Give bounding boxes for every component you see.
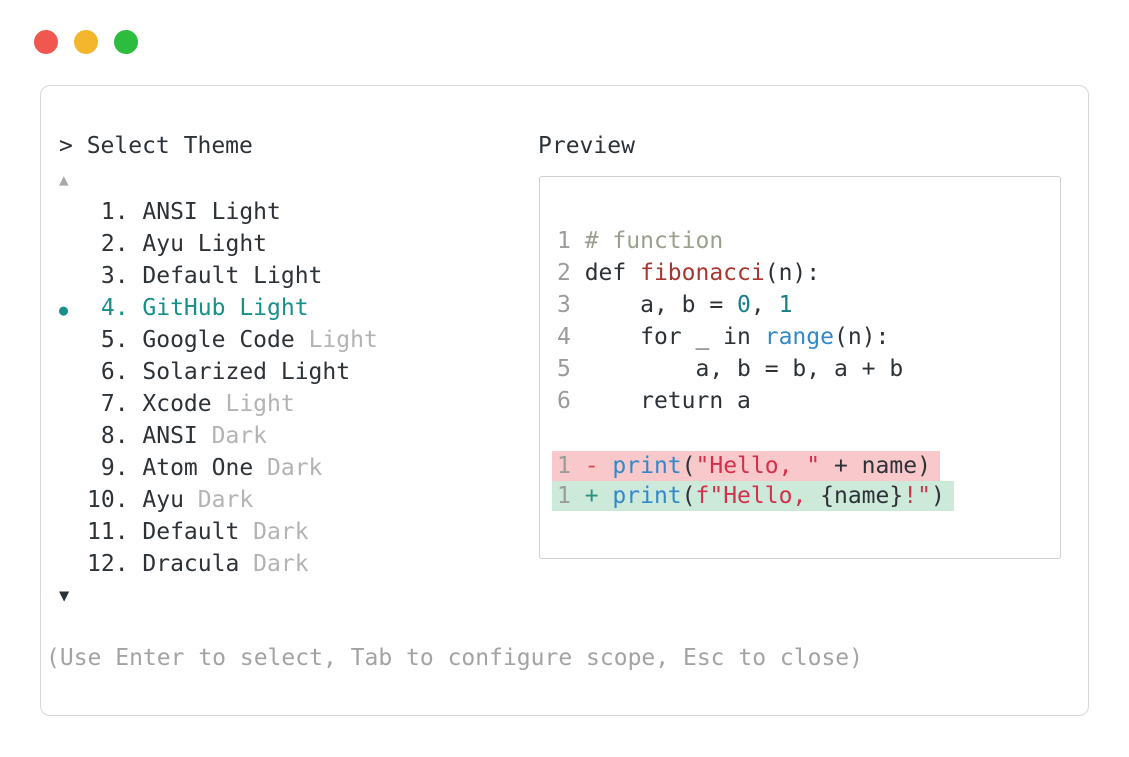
line-number: 6 <box>557 388 585 414</box>
code-token: return a <box>584 388 751 414</box>
theme-item[interactable]: 2. Ayu Light <box>59 228 378 260</box>
code-token: ( <box>681 453 696 479</box>
theme-number: 5. <box>87 327 143 353</box>
theme-item[interactable]: 12. Dracula Dark <box>59 548 378 580</box>
code-token: 0 <box>737 292 751 318</box>
window-controls <box>34 30 138 54</box>
code-token: {name} <box>820 483 904 509</box>
code-token: print <box>612 453 682 479</box>
select-theme-prompt: > Select Theme <box>59 133 253 159</box>
line-number: 2 <box>557 260 585 286</box>
code-token: a, b = b, a + b <box>584 356 904 382</box>
scroll-down-icon[interactable]: ▼ <box>59 586 70 606</box>
code-token: def <box>584 260 641 286</box>
line-number: 1 <box>557 453 585 479</box>
theme-name: Google Code <box>142 327 295 353</box>
theme-item[interactable]: ● 4. GitHub Light <box>59 292 378 324</box>
theme-name: ANSI Light <box>142 199 281 225</box>
theme-item[interactable]: 5. Google Code Light <box>59 324 378 356</box>
diff-sign: + <box>584 483 613 509</box>
theme-name: Solarized Light <box>142 359 351 385</box>
theme-number: 3. <box>87 263 143 289</box>
theme-name: GitHub Light <box>142 295 309 321</box>
theme-number: 4. <box>87 295 143 321</box>
theme-variant: Dark <box>197 423 268 449</box>
code-line: 1 # function <box>557 225 1060 257</box>
theme-name: Atom One <box>142 455 254 481</box>
code-token: a, b = <box>584 292 738 318</box>
scroll-up-icon[interactable]: ▲ <box>59 170 69 189</box>
minimize-button[interactable] <box>74 30 98 54</box>
line-number: 3 <box>557 292 585 318</box>
diff-line-removed: 1 - print("Hello, " + name) <box>552 451 940 481</box>
theme-variant: Dark <box>183 487 254 513</box>
theme-item[interactable]: 11. Default Dark <box>59 516 378 548</box>
code-line: 5 a, b = b, a + b <box>557 353 1060 385</box>
theme-item[interactable]: 9. Atom One Dark <box>59 452 378 484</box>
theme-name: Dracula <box>142 551 240 577</box>
theme-item[interactable]: 7. Xcode Light <box>59 388 378 420</box>
theme-picker-panel: > Select Theme ▲ 1. ANSI Light 2. Ayu Li… <box>40 85 1089 716</box>
preview-label: Preview <box>538 133 635 159</box>
theme-number: 11. <box>87 519 143 545</box>
theme-number: 9. <box>87 455 143 481</box>
line-number: 4 <box>557 324 585 350</box>
theme-item[interactable]: 10. Ayu Dark <box>59 484 378 516</box>
code-token: # function <box>584 228 724 254</box>
code-token: (n): <box>764 260 821 286</box>
code-token: "Hello, " <box>695 453 821 479</box>
code-token: ) <box>930 483 945 509</box>
line-number: 1 <box>557 228 585 254</box>
code-token: 1 <box>778 292 793 318</box>
code-token: , <box>750 292 779 318</box>
theme-number: 10. <box>87 487 143 513</box>
selected-bullet-icon: ● <box>59 301 69 319</box>
theme-number: 1. <box>87 199 143 225</box>
theme-name: Xcode <box>142 391 212 417</box>
theme-variant: Dark <box>253 455 323 481</box>
code-token: + name) <box>820 453 931 479</box>
theme-name: Default Light <box>142 263 323 289</box>
theme-number: 6. <box>87 359 143 385</box>
code-token: range <box>764 324 834 350</box>
theme-list: 1. ANSI Light 2. Ayu Light 3. Default Li… <box>59 196 378 580</box>
diff-sign: - <box>584 453 613 479</box>
code-token: print <box>612 483 682 509</box>
theme-variant: Dark <box>239 519 309 545</box>
code-token: !" <box>903 483 931 509</box>
theme-name: Ayu Light <box>142 231 268 257</box>
code-token: fibonacci <box>640 260 765 286</box>
theme-item[interactable]: 3. Default Light <box>59 260 378 292</box>
theme-number: 8. <box>87 423 143 449</box>
theme-name: ANSI <box>142 423 198 449</box>
theme-name: Default <box>142 519 240 545</box>
code-line: 2 def fibonacci(n): <box>557 257 1060 289</box>
theme-item[interactable]: 1. ANSI Light <box>59 196 378 228</box>
theme-name: Ayu <box>142 487 184 513</box>
diff-block: 1 - print("Hello, " + name)1 + print(f"H… <box>552 451 1060 511</box>
theme-item[interactable]: 8. ANSI Dark <box>59 420 378 452</box>
code-token: ( <box>681 483 696 509</box>
theme-variant: Light <box>294 327 378 353</box>
theme-number: 12. <box>87 551 143 577</box>
theme-variant: Dark <box>239 551 309 577</box>
theme-item[interactable]: 6. Solarized Light <box>59 356 378 388</box>
code-token: (n): <box>833 324 890 350</box>
line-number: 1 <box>557 483 585 509</box>
code-line: 6 return a <box>557 385 1060 417</box>
code-token: f"Hello, <box>695 483 821 509</box>
zoom-button[interactable] <box>114 30 138 54</box>
code-token: for _ in <box>584 324 765 350</box>
code-line: 3 a, b = 0, 1 <box>557 289 1060 321</box>
close-button[interactable] <box>34 30 58 54</box>
code-line: 4 for _ in range(n): <box>557 321 1060 353</box>
help-text: (Use Enter to select, Tab to configure s… <box>46 645 863 671</box>
theme-variant: Light <box>211 391 295 417</box>
theme-number: 7. <box>87 391 143 417</box>
diff-line-added: 1 + print(f"Hello, {name}!") <box>552 481 954 511</box>
theme-number: 2. <box>87 231 143 257</box>
line-number: 5 <box>557 356 585 382</box>
